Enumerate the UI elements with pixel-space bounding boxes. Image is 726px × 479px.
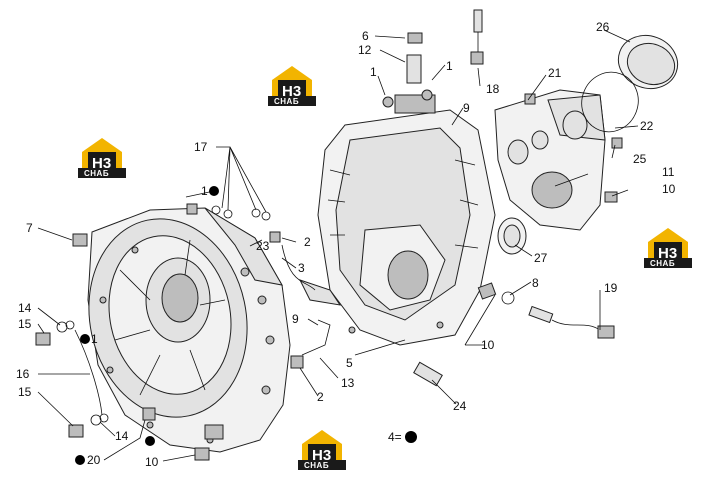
callout-12: 12 — [358, 43, 372, 57]
svg-text:СНАБ: СНАБ — [650, 259, 675, 268]
callout-3: 3 — [298, 261, 305, 275]
callout-1: 1 — [446, 59, 453, 73]
watermark-logo: H3 СНАБ — [644, 228, 692, 268]
svg-text:H3: H3 — [282, 83, 301, 100]
callout-20: 20 — [87, 453, 101, 467]
callout-11: 11 — [662, 165, 675, 179]
svg-text:СНАБ: СНАБ — [274, 97, 299, 106]
callout-2: 2 — [317, 390, 324, 404]
callout-1: 1 — [91, 332, 98, 346]
callout-2: 2 — [304, 235, 311, 249]
callout-14: 14 — [115, 429, 129, 443]
callout-8: 8 — [532, 276, 539, 290]
callout-25: 25 — [633, 152, 647, 166]
svg-text:H3: H3 — [658, 245, 677, 262]
callout-9: 9 — [292, 312, 299, 326]
callout-18: 18 — [486, 82, 500, 96]
callout-27: 27 — [534, 251, 548, 265]
callout-15: 15 — [18, 385, 32, 399]
callout-10: 10 — [145, 455, 159, 469]
callout-13: 13 — [341, 376, 355, 390]
marker-dot — [75, 455, 85, 465]
watermark-logo: H3 СНАБ — [78, 138, 126, 178]
leader-lines — [37, 29, 639, 462]
marker-dots — [75, 186, 417, 465]
gearbox-housing — [299, 89, 496, 346]
callout-16: 16 — [16, 367, 30, 381]
callout-26: 26 — [596, 20, 610, 34]
callout-4: 4= — [388, 430, 402, 444]
marker-dot — [405, 431, 417, 443]
callout-19: 19 — [604, 281, 618, 295]
callout-24: 24 — [453, 399, 467, 413]
callout-1: 1 — [201, 184, 208, 198]
marker-dot — [145, 436, 155, 446]
svg-text:СНАБ: СНАБ — [84, 169, 109, 178]
converter-housing — [87, 207, 291, 453]
callout-labels: 6 12 1 1 18 9 21 26 22 25 11 10 27 8 19 … — [16, 20, 676, 469]
callout-1: 1 — [370, 65, 377, 79]
rear-cover — [494, 89, 606, 231]
callout-17: 17 — [194, 140, 208, 154]
svg-text:H3: H3 — [92, 155, 111, 172]
watermark-logo: H3 СНАБ — [298, 430, 346, 470]
callout-14: 14 — [18, 301, 32, 315]
callout-15: 15 — [18, 317, 32, 331]
callout-6: 6 — [362, 29, 369, 43]
watermark-logo: H3 СНАБ — [268, 66, 316, 106]
callout-5: 5 — [346, 356, 353, 370]
callout-9: 9 — [463, 101, 470, 115]
callout-10: 10 — [662, 182, 676, 196]
svg-text:H3: H3 — [312, 447, 331, 464]
marker-dot — [80, 334, 90, 344]
callout-10: 10 — [481, 338, 495, 352]
callout-7: 7 — [26, 221, 33, 235]
callout-23: 23 — [256, 239, 270, 253]
small-parts — [35, 9, 679, 461]
callout-22: 22 — [640, 119, 654, 133]
callout-21: 21 — [548, 66, 562, 80]
marker-dot — [209, 186, 219, 196]
svg-text:СНАБ: СНАБ — [304, 461, 329, 470]
